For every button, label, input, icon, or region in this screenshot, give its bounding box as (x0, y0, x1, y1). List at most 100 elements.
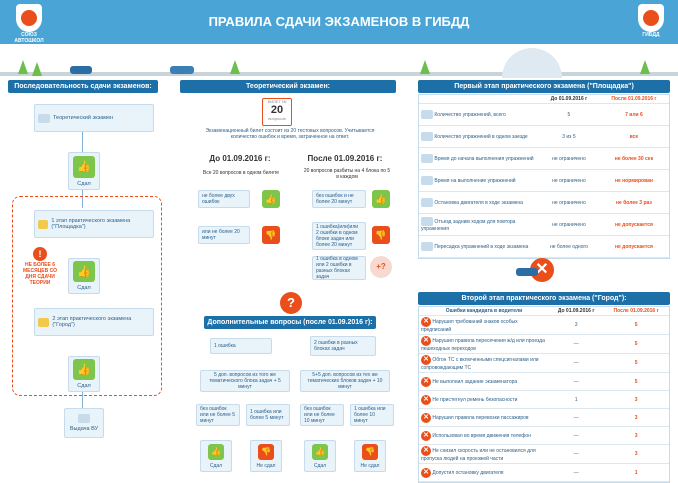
row-label: ✕ Не пристегнул ремень безопасности (419, 390, 549, 409)
theory-exam-step: Теоретический экзамен (34, 104, 154, 132)
row-before: — (549, 463, 604, 482)
row-label-text: Нарушил требований знаков особых предпис… (421, 319, 518, 333)
truck-icon (170, 66, 194, 74)
after-label: После 01.09.2016 г: (307, 154, 383, 163)
row-before: 3 (549, 315, 604, 335)
row-label-text: Нарушил правила пересечения ж/д или прое… (421, 338, 545, 352)
col-after: После 01.09.2016 г (603, 307, 669, 316)
row-label-text: Время на выполнение упражнений (434, 177, 516, 184)
tree-icon (640, 60, 650, 74)
passed-step: 👍 Сдал (68, 258, 100, 294)
row-label: ✕ Обгон ТС с включенными спецсигналами и… (419, 353, 549, 373)
tree-icon (18, 60, 28, 74)
table-row: Пересадка упражнений в ходе экзамена не б… (419, 235, 669, 258)
row-label-text: Не снизил скорость или не остановился дл… (421, 448, 536, 462)
after-rule-pass: без ошибок и не более 20 минут (312, 190, 366, 208)
close-icon: ✕ (421, 446, 431, 456)
two-errors-box: 2 ошибки в разных блоках задач (310, 336, 376, 356)
table-row: ✕ Не выполнил задание экзаменатора—5 (419, 372, 669, 391)
page-title: ПРАВИЛА СДАЧИ ЭКЗАМЕНОВ В ГИБДД (0, 0, 678, 44)
extra-questions-icon: +? (370, 256, 392, 278)
table-row: ✕ Нарушил правила перевозки пассажиров —3 (419, 408, 669, 427)
row-before: не более одного (539, 235, 599, 258)
table-row: ✕ Обгон ТС с включенными спецсигналами и… (419, 353, 669, 373)
platform-icon (38, 219, 49, 229)
one-error-box: 1 ошибка (210, 338, 272, 354)
sequence-header: Последовательность сдачи экзаменов: (8, 80, 158, 93)
row-after: 7 или 6 (598, 103, 669, 126)
table-row: ✕ Не снизил скорость или не остановился … (419, 444, 669, 464)
logo-left-text: СОЮЗ АВТОШКОЛ (14, 32, 44, 44)
license-icon (78, 414, 90, 423)
city-icon (38, 317, 50, 327)
row-label-text: Количество упражнений в одном заезде (434, 133, 528, 140)
table-row: ✕ Нарушил требований знаков особых предп… (419, 315, 669, 335)
close-icon: ✕ (421, 412, 431, 423)
exercise-icon (421, 176, 433, 185)
row-label-text: Нарушил правила перевозки пассажиров (432, 414, 529, 421)
col-errors: Ошибки кандидата в водители (419, 307, 549, 316)
row-before: — (549, 334, 604, 354)
row-after: 3 (603, 408, 669, 427)
table-row: ✕ Нарушил правила пересечения ж/д или пр… (419, 334, 669, 354)
before-description: Все 20 вопросов в одном билете (202, 170, 280, 176)
row-label: ✕ Использовал во время движения телефон (419, 426, 549, 445)
row-label: Остановка двигателя в ходе экзамена (419, 191, 539, 214)
result-passed: 👍Сдал (304, 440, 336, 472)
row-label: ✕ Нарушил правила пересечения ж/д или пр… (419, 334, 549, 354)
row-before: 3 из 5 (539, 125, 599, 148)
shield-icon (16, 4, 42, 32)
row-label: ✕ Допустил остановку двигателя (419, 463, 549, 482)
document-icon (38, 113, 50, 123)
passed-step: 👍 Сдал (68, 152, 100, 190)
connector (82, 392, 83, 408)
row-label-text: Остановка двигателя в ходе экзамена (434, 199, 523, 206)
row-after: не более 30 сек (598, 147, 669, 170)
before-label: До 01.09.2016 г: (209, 154, 271, 163)
table-row: ✕ Использовал во время движения телефон—… (419, 426, 669, 445)
close-icon: ✕ (421, 355, 431, 365)
after-rule-extra: 1 ошибка в одном или 2 ошибки в разных б… (312, 256, 366, 280)
row-label-text: Пересадка упражнений в ходе экзамена (434, 243, 529, 250)
row-before: — (549, 353, 604, 373)
ticket-card: БИЛЕТ № 20 вопросов (262, 98, 292, 126)
row-label-text: Время до начала выполнения упражнений (434, 155, 534, 162)
row-before: — (549, 426, 604, 445)
thumbs-up-icon: 👍 (372, 190, 390, 208)
row-label-text: Количество упражнений, всего (434, 111, 506, 118)
result-failed: 👎Не сдал (250, 440, 282, 472)
license-issue-step: Выдача ВУ (64, 408, 104, 438)
row-after: не допускается (598, 213, 669, 236)
close-icon: ✕ (421, 467, 431, 478)
table-row: ✕ Допустил остановку двигателя—1 (419, 463, 669, 482)
thumbs-up-icon: 👍 (73, 261, 95, 282)
stage2-header: Второй этап практического экзамена ("Гор… (418, 292, 670, 305)
col-after: После 01.09.2016 г (598, 95, 669, 104)
exercise-icon (421, 154, 433, 163)
row-after: 5 (603, 372, 669, 391)
row-before: — (549, 372, 604, 391)
row-after: 5 (603, 334, 669, 354)
row-after: не допускается (598, 235, 669, 258)
thumbs-up-icon: 👍 (262, 190, 280, 208)
ok5-box: без ошибок или не более 5 минут (196, 404, 240, 426)
result-failed: 👎Не сдал (354, 440, 386, 472)
row-label-text: Обгон ТС с включенными спецсигналами или… (421, 357, 539, 371)
gibdd-logo: ГИБДД (636, 4, 666, 38)
autoschool-logo: СОЮЗ АВТОШКОЛ (14, 4, 44, 44)
row-label-text: Отъезд задним ходом для повтора упражнен… (421, 218, 516, 232)
row-label: ✕ Не снизил скорость или не остановился … (419, 444, 549, 464)
stage1-header: Первый этап практического экзамена ("Пло… (418, 80, 670, 93)
row-after: 3 (603, 390, 669, 409)
row-before: — (549, 408, 604, 427)
plus5-box: 5 доп. вопросов из того же тематического… (200, 370, 290, 392)
stage2-table: Ошибки кандидата в водители До 01.09.201… (418, 306, 670, 483)
row-after: не более 3 раз (598, 191, 669, 214)
row-before: не ограничено (539, 147, 599, 170)
tree-icon (230, 60, 240, 74)
col-before: До 01.09.2016 г (549, 307, 604, 316)
exercise-icon (421, 198, 433, 207)
bad5-box: 1 ошибка или более 5 минут (246, 404, 290, 426)
